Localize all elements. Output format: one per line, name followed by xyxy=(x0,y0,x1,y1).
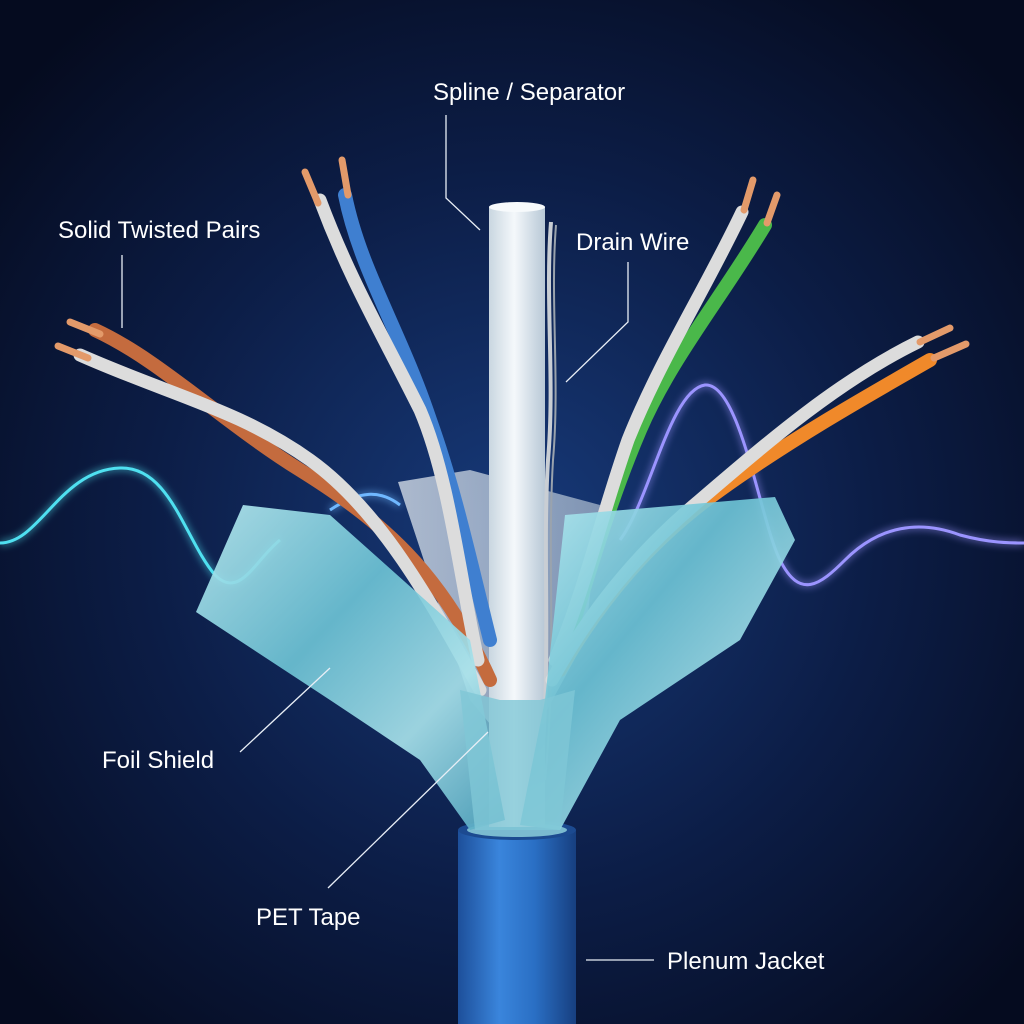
violet-signal-wave xyxy=(618,383,1024,587)
drain-wire-label: Drain Wire xyxy=(576,229,689,256)
copper-conductor xyxy=(301,168,322,207)
plenum-jacket xyxy=(458,820,576,1024)
pet-tape-leader-line xyxy=(327,731,489,889)
copper-conductor xyxy=(916,324,954,346)
leader-lines xyxy=(121,115,654,961)
drain-wire-leader-line xyxy=(565,262,629,383)
copper-conductor xyxy=(66,318,104,338)
center-signal-wave xyxy=(329,492,401,512)
copper-conductor xyxy=(338,156,352,199)
copper-conductor xyxy=(930,340,970,362)
twisted-pair-blue xyxy=(301,156,497,667)
copper-conductor xyxy=(763,191,781,227)
foil-shield-leader-line xyxy=(239,667,331,753)
copper-conductor xyxy=(54,342,92,362)
plenum-jacket-label: Plenum Jacket xyxy=(667,948,825,975)
twisted-pairs-label: Solid Twisted Pairs xyxy=(58,217,260,244)
foil-shield-label: Foil Shield xyxy=(102,747,214,774)
spline-separator-label: Spline / Separator xyxy=(433,79,625,106)
spline-leader-line xyxy=(445,115,481,231)
foil-shield xyxy=(196,497,795,830)
copper-conductor xyxy=(740,176,757,214)
pet-tape-label: PET Tape xyxy=(256,904,361,931)
